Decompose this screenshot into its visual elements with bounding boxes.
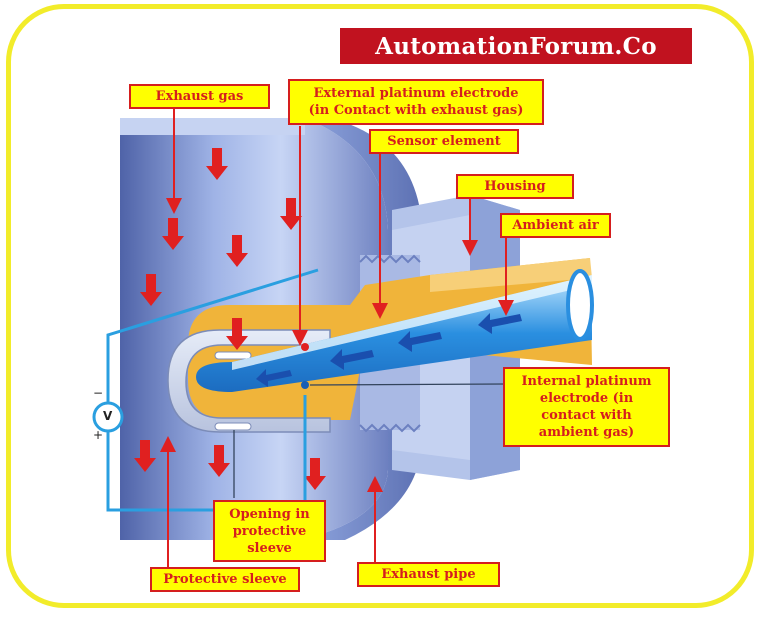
rounded-frame bbox=[6, 4, 754, 608]
label-housing-text: Housing bbox=[484, 179, 546, 194]
label-opening-line2: protective bbox=[232, 523, 307, 539]
circuit-wire bbox=[106, 268, 319, 512]
label-exhaust-pipe: Exhaust pipe bbox=[357, 562, 500, 587]
label-sensor-element: Sensor element bbox=[369, 129, 519, 154]
label-opening-line3: sleeve bbox=[247, 540, 292, 556]
label-opening: Opening in protective sleeve bbox=[213, 500, 326, 562]
voltmeter-minus-sign: − bbox=[93, 386, 104, 400]
label-external-electrode-line1: External platinum electrode bbox=[313, 86, 519, 101]
label-internal-electrode-line1: Internal platinum bbox=[521, 374, 652, 389]
callout-lines-dark bbox=[233, 383, 506, 498]
sensor-element-tube bbox=[196, 269, 594, 392]
label-external-electrode: External platinum electrode (in Contact … bbox=[288, 79, 544, 125]
voltmeter bbox=[92, 401, 124, 433]
label-internal-electrode-line4: ambient gas) bbox=[538, 425, 635, 440]
label-exhaust-gas-text: Exhaust gas bbox=[155, 89, 244, 104]
brand-logo: AutomationForum.Co bbox=[340, 28, 692, 64]
label-internal-electrode-line2: electrode (in bbox=[539, 391, 634, 406]
voltmeter-plus-sign: + bbox=[93, 428, 104, 442]
internal-electrode-dot bbox=[301, 381, 309, 389]
label-exhaust-gas: Exhaust gas bbox=[129, 84, 270, 109]
label-ambient-air-text: Ambient air bbox=[512, 218, 599, 233]
exhaust-flow-arrows bbox=[134, 148, 326, 490]
air-flow-arrows bbox=[256, 313, 522, 387]
label-internal-electrode-line3: contact with bbox=[541, 408, 632, 423]
label-external-electrode-line2: (in Contact with exhaust gas) bbox=[308, 103, 524, 118]
label-exhaust-pipe-text: Exhaust pipe bbox=[381, 567, 476, 582]
label-ambient-air: Ambient air bbox=[500, 213, 611, 238]
label-internal-electrode: Internal platinum electrode (in contact … bbox=[503, 367, 670, 447]
label-protective-sleeve: Protective sleeve bbox=[150, 567, 300, 592]
label-housing: Housing bbox=[456, 174, 574, 199]
external-electrode-dot bbox=[301, 343, 309, 351]
protective-sleeve-shape bbox=[167, 329, 331, 433]
voltmeter-symbol: V bbox=[103, 409, 113, 423]
label-opening-line1: Opening in bbox=[229, 506, 310, 522]
label-protective-sleeve-text: Protective sleeve bbox=[163, 572, 287, 587]
label-sensor-element-text: Sensor element bbox=[387, 134, 501, 149]
callout-lines bbox=[160, 108, 514, 572]
